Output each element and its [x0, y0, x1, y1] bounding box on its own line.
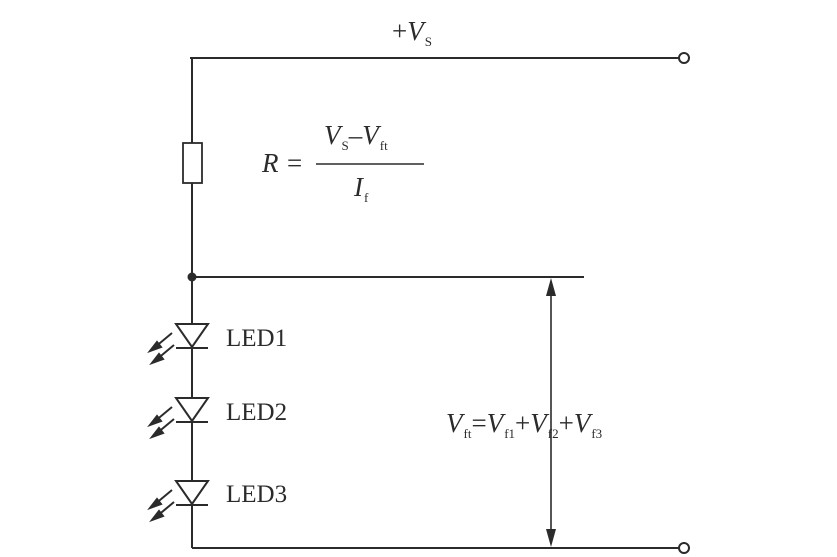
led2-label: LED2 — [226, 399, 288, 426]
sum-term-3: V — [573, 408, 591, 438]
supply-subscript: S — [424, 34, 432, 49]
numerator-minus: – — [348, 120, 363, 150]
led1-label: LED1 — [226, 325, 288, 352]
numerator-term-b-sub: ft — [379, 138, 388, 153]
sum-term-1-sub: f1 — [504, 426, 516, 441]
numerator-term-a: V — [324, 120, 341, 150]
supply-sign: + — [392, 16, 408, 46]
denominator-term: I — [354, 172, 363, 202]
led2-light-emission-icon — [147, 406, 175, 440]
formula-lhs: R = — [262, 150, 303, 177]
formula-denominator: If — [354, 172, 368, 205]
voltage-arrow-down — [546, 529, 556, 547]
ground-terminal — [678, 542, 690, 554]
formula-lhs-text: R = — [262, 148, 304, 178]
resistor-symbol — [182, 142, 203, 184]
sum-term-3-sub: f3 — [591, 426, 603, 441]
supply-voltage-label: +VS — [392, 16, 432, 49]
led1-light-emission-icon — [147, 332, 175, 366]
sum-term-1: V — [486, 408, 504, 438]
led3-label: LED3 — [226, 481, 288, 508]
led2-diode-symbol — [174, 397, 210, 423]
numerator-term-b: V — [362, 120, 379, 150]
formula-numerator: VS–Vft — [324, 120, 388, 153]
voltage-arrow-up — [546, 278, 556, 296]
sum-term-2-sub: f2 — [547, 426, 559, 441]
voltage-sum-equation: Vft=Vf1+Vf2+Vf3 — [446, 408, 602, 441]
led3-light-emission-icon — [147, 489, 175, 523]
sum-lhs-sub: ft — [463, 426, 472, 441]
led3-diode-symbol — [174, 480, 210, 506]
supply-terminal — [678, 52, 690, 64]
sum-lhs: V — [446, 408, 463, 438]
denominator-term-sub: f — [364, 190, 369, 205]
supply-symbol: V — [407, 16, 424, 46]
numerator-term-a-sub: S — [341, 138, 349, 153]
sum-plus-1: + — [515, 408, 531, 438]
led1-diode-symbol — [174, 323, 210, 349]
junction-node-dot — [187, 272, 197, 282]
sum-term-2: V — [530, 408, 547, 438]
sum-equals: = — [471, 408, 487, 438]
sum-plus-2: + — [558, 408, 574, 438]
